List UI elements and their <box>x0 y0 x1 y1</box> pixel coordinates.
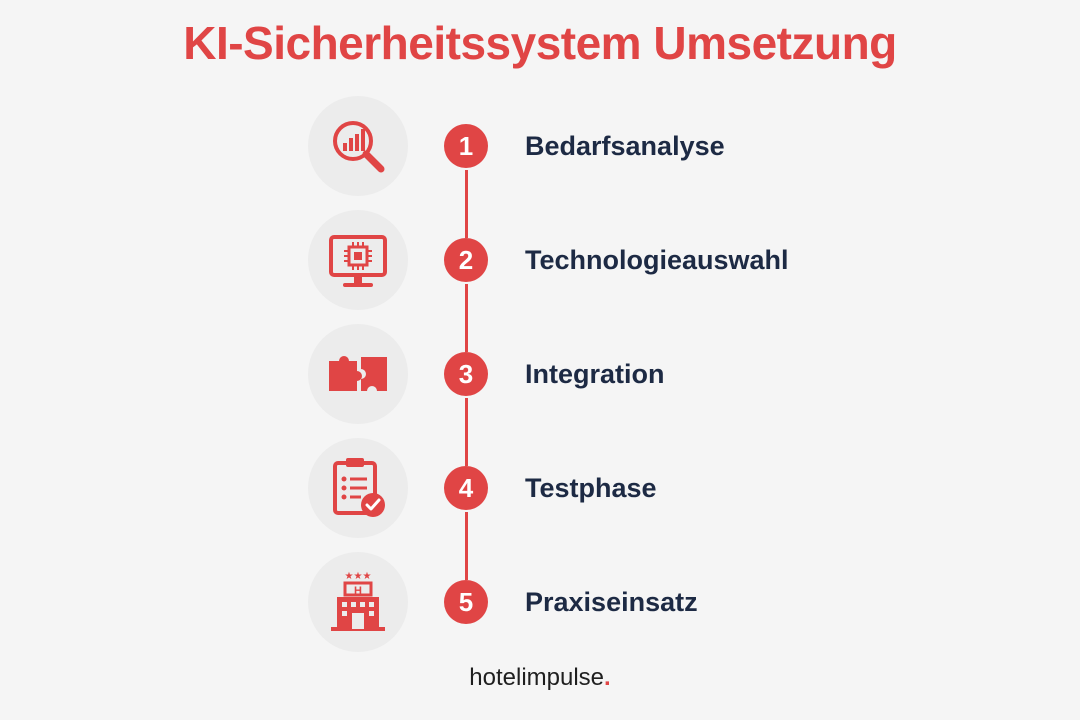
step-label: Testphase <box>525 473 657 503</box>
puzzle-pieces-icon <box>308 324 408 424</box>
magnifier-bar-chart-icon <box>308 96 408 196</box>
step-2: 2 Technologieauswahl <box>0 210 1080 310</box>
step-label: Technologieauswahl <box>525 245 789 275</box>
svg-text:H: H <box>354 585 362 597</box>
step-number-badge: 4 <box>444 466 488 510</box>
connector-line-1-2 <box>465 170 468 238</box>
connector-line-2-3 <box>465 284 468 352</box>
step-1: 1 Bedarfsanalyse <box>0 96 1080 196</box>
connector-line-4-5 <box>465 512 468 580</box>
step-3: 3 Integration <box>0 324 1080 424</box>
step-label: Bedarfsanalyse <box>525 131 725 161</box>
step-number-badge: 2 <box>444 238 488 282</box>
step-label: Integration <box>525 359 665 389</box>
brand-logo: hotelimpulse. <box>0 664 1080 692</box>
step-number-badge: 5 <box>444 580 488 624</box>
step-label: Praxiseinsatz <box>525 587 698 617</box>
brand-wordmark: hotelimpulse <box>469 664 605 691</box>
page-title: KI-Sicherheitssystem Umsetzung <box>183 17 897 69</box>
hotel-building-icon: ★★★ H <box>308 552 408 652</box>
step-number-badge: 1 <box>444 124 488 168</box>
clipboard-check-icon <box>308 438 408 538</box>
monitor-chip-icon <box>308 210 408 310</box>
svg-text:★★★: ★★★ <box>345 571 372 582</box>
step-number-badge: 3 <box>444 352 488 396</box>
connector-line-3-4 <box>465 398 468 466</box>
step-4: 4 Testphase <box>0 438 1080 538</box>
brand-dot: . <box>604 664 611 691</box>
step-5: ★★★ H 5 Praxiseinsatz <box>0 552 1080 652</box>
